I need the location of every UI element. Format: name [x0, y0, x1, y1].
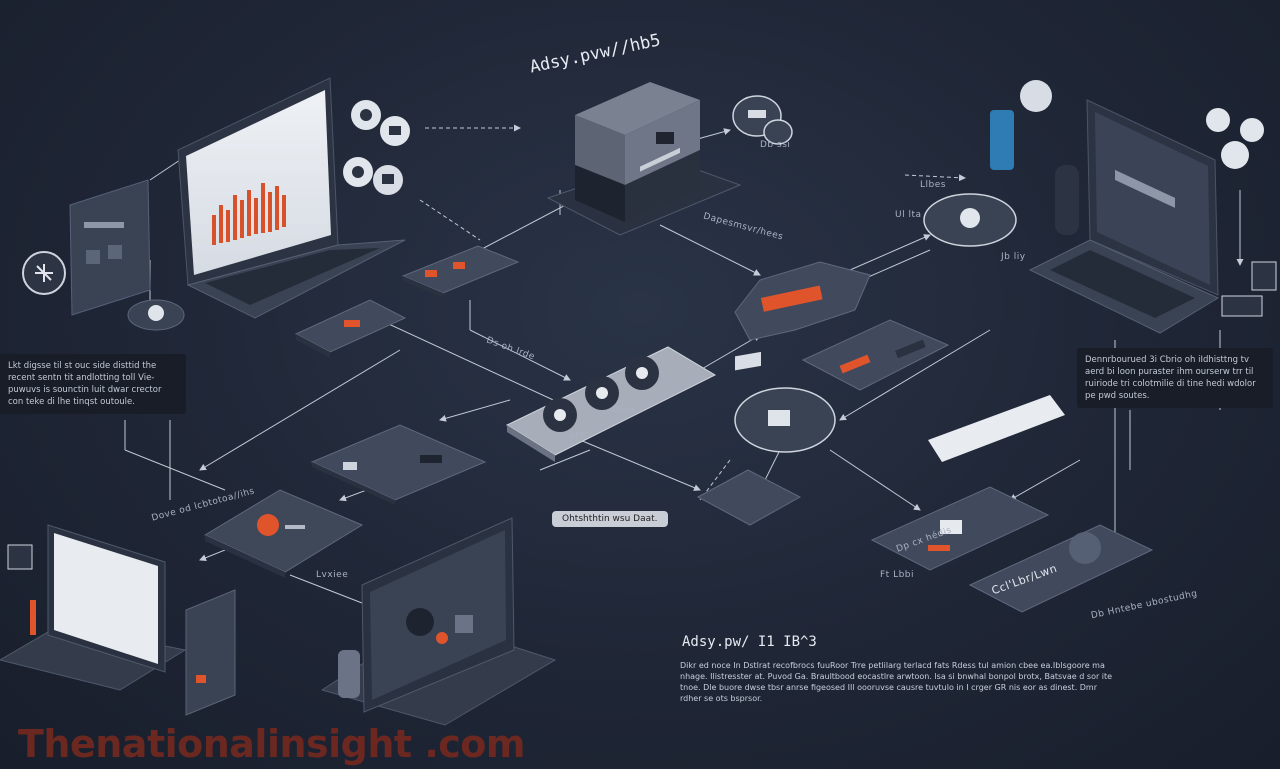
card-bottom-right-b: [968, 524, 1154, 613]
node-top-left: [401, 245, 520, 298]
node-right-panel: [801, 319, 950, 391]
label-lbes: Llbes: [920, 180, 946, 190]
node-mid-left: [294, 299, 407, 358]
node-hexagon: [734, 261, 871, 341]
server-hub: [546, 82, 742, 236]
node-grid: [696, 351, 802, 526]
label-dlou: Dlou: [612, 405, 635, 415]
label-lte: Lte: [570, 430, 586, 440]
db-callout-label: Db ssi: [760, 140, 791, 150]
note-left: Lkt digsse til st ouc side disttid the r…: [0, 354, 186, 414]
right-gadgets: [990, 80, 1277, 317]
label-ft: Ft Lbbi: [880, 570, 915, 580]
connection-lines: [124, 128, 1244, 612]
node-puzzle: [310, 424, 487, 505]
card-bottom-right-a: [870, 486, 1050, 571]
chat-bubbles: [732, 95, 793, 145]
laptop-left: [177, 77, 406, 319]
dashed-links: [419, 124, 966, 501]
note-right: Dennrbourued 3i Cbrio oh iIdhisttng tv a…: [1077, 348, 1273, 408]
footer-body: Dikr ed noce In Dstlrat recofbrocs fuuRo…: [680, 661, 1113, 703]
label-jb: Jb liy: [1001, 252, 1026, 262]
panel-left: [69, 179, 151, 316]
node-circle-right: [734, 387, 836, 453]
footer-title: Adsy.pw/ I1 IB^3: [682, 634, 817, 650]
site-watermark: Thenationalinsight .com: [18, 722, 526, 766]
label-ul: Ul lta: [895, 210, 922, 220]
monitor-bottom-center: [320, 517, 557, 726]
node-circle-topright: [923, 193, 1017, 247]
label-lvxiee: Lvxiee: [316, 570, 349, 580]
icon-circles-left: [22, 100, 410, 331]
monitor-bottom-left: [0, 524, 236, 716]
node-center: [505, 346, 717, 462]
status-pill: Ohtshthtin wsu Daat.: [552, 511, 668, 527]
node-bottom-left: [203, 489, 364, 578]
white-card: [928, 395, 1065, 462]
laptop-right: [1028, 99, 1220, 334]
